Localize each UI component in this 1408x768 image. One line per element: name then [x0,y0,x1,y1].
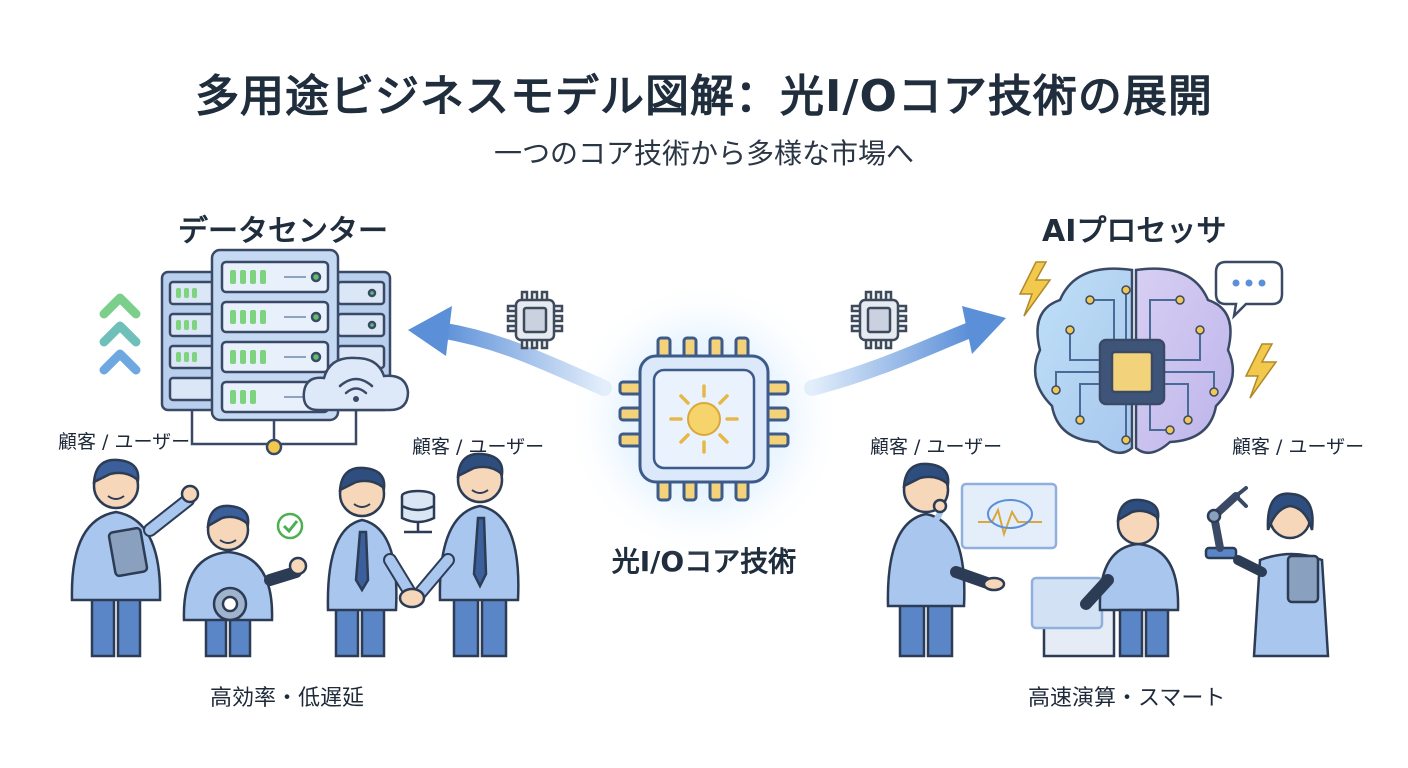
right-customers-illustration [886,462,1330,658]
left-customer-label-2: 顧客 / ユーザー [412,436,545,458]
speech-bubble-icon [1214,260,1284,320]
right-benefit-label: 高速演算・スマート [1028,686,1226,711]
up-chevrons-icon [99,293,141,375]
database-icon [400,489,436,534]
ai-processor-heading: AIプロセッサ [1042,214,1227,249]
arrow-to-ai-processor [804,306,1006,396]
cloud-wifi-icon [302,356,410,412]
person-thinking [886,462,1006,658]
person-at-console [1030,498,1180,658]
right-customer-label-2: 顧客 / ユーザー [1232,436,1365,458]
ai-brain-icon [1033,267,1235,455]
left-customers-illustration [70,452,520,658]
person-handshake-left [326,466,419,658]
woman-with-tablet [1233,492,1330,658]
datacenter-heading: データセンター [178,214,388,249]
page-title: 多用途ビジネスモデル図解：光I/Oコア技術の展開 [195,71,1213,122]
small-chip-icon-left [506,290,564,350]
lightning-icon-left [1018,261,1052,317]
robot-arm-icon [1204,486,1248,560]
person-with-gear [182,504,308,658]
right-customer-label-1: 顧客 / ユーザー [870,436,1003,458]
small-chip-icon-right [850,290,908,350]
arrow-to-datacenter [408,306,612,396]
lightning-icon-right [1244,343,1278,399]
core-chip-icon [564,280,844,560]
page-subtitle: 一つのコア技術から多様な市場へ [493,137,914,170]
hologram-brain-screen [960,482,1058,550]
person-handshake-right [398,452,520,658]
left-customer-label-1: 顧客 / ユーザー [58,431,191,453]
server-rack-icon [160,248,392,456]
left-benefit-label: 高効率・低遅延 [210,686,365,711]
person-with-tablet [70,458,200,658]
